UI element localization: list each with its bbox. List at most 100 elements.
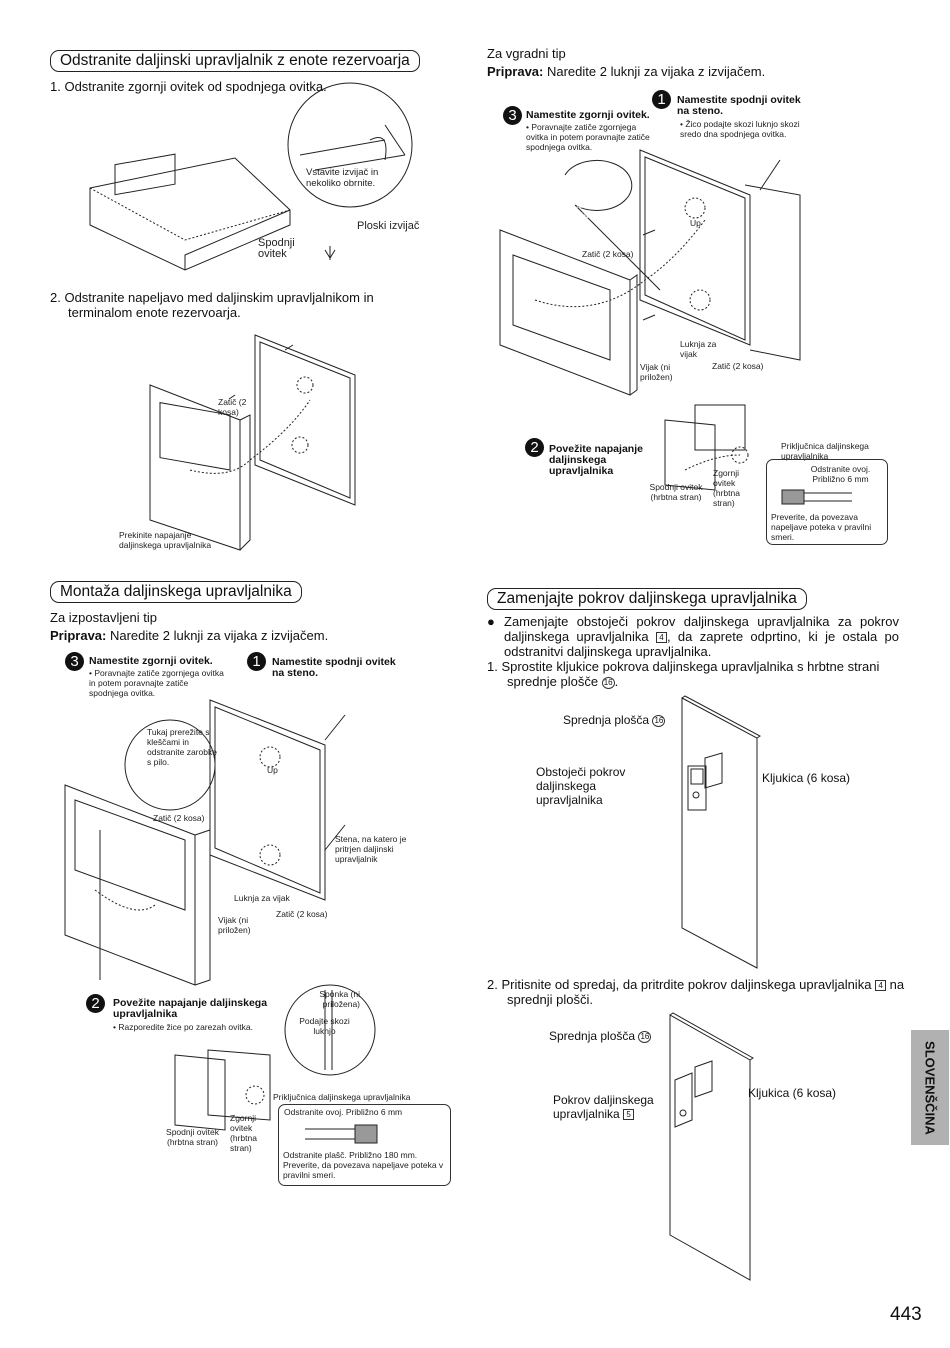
note-text: Razporedite žice po zarezah ovitka.	[118, 1022, 253, 1032]
flush-wire-detail-box	[766, 459, 888, 545]
replace-step1: 1. Sprostite kljukice pokrova daljinskeg…	[487, 659, 880, 689]
up-mark: Up	[267, 765, 278, 775]
mount-strip-label: Odstranite ovoj. Približno 6 mm	[284, 1107, 403, 1117]
prep-text: Naredite 2 luknji za vijaka z izvijačem.	[543, 64, 766, 79]
step2-text-a: 2. Pritisnite od spredaj, da pritrdite p…	[487, 977, 876, 992]
front-panel-text: Sprednja plošča	[563, 713, 650, 727]
mount-step2-block: Povežite napajanje daljinskega upravljal…	[113, 998, 293, 1033]
cable-icon	[305, 1124, 378, 1144]
ref-16: 16	[601, 677, 615, 689]
step2-text-b: na sprednji plošči.	[507, 977, 905, 1007]
front-panel-label-2: Sprednja plošča 16	[549, 1029, 652, 1043]
mount-sheath-label: Odstranite plašč. Približno 180 mm. Prev…	[283, 1150, 448, 1180]
mount-step1-title: Namestite spodnji ovitek na steno.	[272, 656, 396, 679]
wall-label: Stena, na katero je pritrjen daljinski u…	[335, 834, 407, 864]
mount-terminal-label: Priključnica daljinskega upravljalnika	[273, 1092, 411, 1102]
wire-caution-callout: Pazite, da se žica ne zatakne.	[572, 190, 622, 220]
prep-text: Naredite 2 luknji za vijaka z izvijačem.	[106, 628, 329, 643]
ref-16: 16	[652, 715, 666, 727]
mount-type-label: Za izpostavljeni tip	[50, 610, 157, 625]
front-panel-text: Sprednja plošča	[549, 1029, 636, 1043]
clip-label: Sponka (ni priložena)	[319, 989, 360, 1009]
ref-5: 5	[623, 1109, 635, 1120]
step-2-badge: 2	[86, 994, 105, 1013]
step-3-badge: 3	[65, 652, 84, 671]
cover-text: Pokrov daljinskega upravljalnika	[553, 1093, 654, 1121]
remove-step2-line1: 2. Odstranite napeljavo med daljinskim u…	[50, 290, 374, 305]
page-number: 443	[890, 1304, 922, 1325]
flush-step3-note: • Poravnajte zatiče zgornjega ovitka in …	[526, 122, 650, 152]
section-title-replace: Zamenjajte pokrov daljinskega upravljaln…	[487, 588, 807, 610]
step-3-badge: 3	[503, 106, 522, 125]
flush-step1-note: • Žico podajte skozi luknjo skozi sredo …	[680, 119, 800, 139]
note-text: Žico podajte skozi luknjo skozi sredo dn…	[680, 119, 800, 139]
flush-upper-back-label: Zgornji ovitek (hrbtna stran)	[713, 468, 740, 508]
mount-lower-back-label: Spodnji ovitek (hrbtna stran)	[166, 1127, 219, 1147]
remove-step1: 1. Odstranite zgornji ovitek od spodnjeg…	[50, 79, 327, 94]
flush-step1-title: Namestite spodnji ovitek na steno.	[677, 94, 801, 117]
cable-icon	[781, 489, 852, 505]
mount-wire-detail-box	[278, 1104, 451, 1186]
latch-2-label: Zatič (2 kosa)	[276, 909, 328, 919]
feed-through-label: Podajte skozi luknjo	[299, 1016, 350, 1036]
cut-here-label: Tukaj prerežite s kleščami in odstranite…	[147, 727, 217, 767]
language-tab-text: SLOVENŠČINA	[922, 1040, 938, 1135]
bullet-text-b: , da zaprete odprtino, ki je ostala po o…	[504, 629, 900, 659]
new-cover-label: Pokrov daljinskega upravljalnika 5	[553, 1093, 658, 1121]
mount-upper-back-label: Zgornji ovitek (hrbtna stran)	[230, 1113, 257, 1153]
latch-2-label: Zatič (2 kosa)	[712, 361, 764, 371]
mount-step2-note: • Razporedite žice po zarezah ovitka.	[113, 1022, 253, 1032]
ref-4: 4	[655, 632, 667, 643]
flush-type-label: Za vgradni tip	[487, 46, 566, 61]
screw-hole-label: Luknja za vijak	[234, 893, 290, 903]
replace-text-block: ● Zamenjajte obstoječi pokrov daljinskeg…	[487, 614, 899, 689]
mount-step3-note: • Poravnajte zatiče zgornjega ovitka in …	[89, 668, 224, 698]
flat-screwdriver-label: Ploski izvijač	[357, 220, 420, 232]
flush-step3-title: Namestite zgornji ovitek.	[526, 109, 650, 121]
section-title-mount: Montaža daljinskega upravljalnika	[50, 581, 302, 603]
step-1-badge: 1	[652, 90, 671, 109]
remove-step2-line2: terminalom enote rezervoarja.	[68, 305, 241, 320]
flush-check-label: Preverite, da povezava napeljave poteka …	[771, 512, 872, 542]
flush-wiring-illustration	[664, 404, 749, 491]
flush-mount-illustration	[499, 149, 801, 396]
flush-strip-label: Odstranite ovoj. Približno 6 mm	[810, 464, 871, 484]
hook-label-1: Kljukica (6 kosa)	[762, 771, 851, 785]
bullet-text-a: Zamenjajte obstoječi pokrov daljinskega …	[504, 614, 899, 644]
note-text: Poravnajte zatiče zgornjega ovitka in po…	[526, 122, 650, 152]
step-1-badge: 1	[247, 652, 266, 671]
note-text: Poravnajte zatiče zgornjega ovitka in po…	[89, 668, 224, 698]
flush-preparation: Priprava: Naredite 2 luknji za vijaka z …	[487, 64, 765, 79]
mount-latch-label: Zatič (2 kosa)	[153, 813, 205, 823]
flush-latch-label: Zatič (2 kosa)	[582, 249, 634, 259]
language-tab: SLOVENŠČINA	[911, 1030, 949, 1145]
screw-label: Vijak (ni priložen)	[218, 915, 251, 935]
sheath-text: Odstranite plašč. Približno 180 mm.	[283, 1150, 418, 1160]
wiring-disconnect-illustration	[149, 334, 356, 551]
replace-step2: 2. Pritisnite od spredaj, da pritrdite p…	[487, 977, 917, 1007]
latch-label: Zatič (2 kosa)	[218, 397, 247, 417]
section-title-remove: Odstranite daljinski upravljalnik z enot…	[50, 50, 420, 72]
lower-cover-label: Spodnji ovitek	[258, 237, 295, 260]
existing-cover-label: Obstoječi pokrov daljinskega upravljalni…	[536, 765, 626, 807]
hook-label-2: Kljukica (6 kosa)	[748, 1086, 837, 1100]
flush-terminal-label: Priključnica daljinskega upravljalnika	[781, 441, 869, 461]
front-panel-label-1: Sprednja plošča 16	[563, 713, 666, 727]
replace-bullet: ● Zamenjajte obstoječi pokrov daljinskeg…	[487, 614, 899, 659]
front-panel-illustration-2	[669, 1012, 754, 1281]
flush-lower-back-label: Spodnji ovitek (hrbtna stran)	[649, 482, 703, 502]
exposed-wiring-illustration	[174, 984, 376, 1131]
screw-label: Vijak (ni priložen)	[640, 362, 673, 382]
ref-4: 4	[875, 980, 887, 991]
insert-screwdriver-label: Vstavite izvijač in nekoliko obrnite.	[306, 167, 379, 189]
prep-bold: Priprava:	[50, 628, 107, 643]
prep-bold: Priprava:	[487, 64, 544, 79]
screw-hole-label: Luknja za vijak	[680, 339, 717, 359]
remote-removal-illustration	[89, 82, 413, 271]
disconnect-power-label: Prekinite napajanje daljinskega upravlja…	[119, 530, 212, 550]
front-panel-illustration-1	[681, 695, 761, 969]
check-text: Preverite, da povezava napeljave poteka …	[283, 1160, 444, 1180]
step1-text: 1. Sprostite kljukice pokrova daljinskeg…	[487, 659, 880, 689]
mount-step3-title: Namestite zgornji ovitek.	[89, 655, 213, 667]
up-mark: Up	[690, 218, 701, 228]
